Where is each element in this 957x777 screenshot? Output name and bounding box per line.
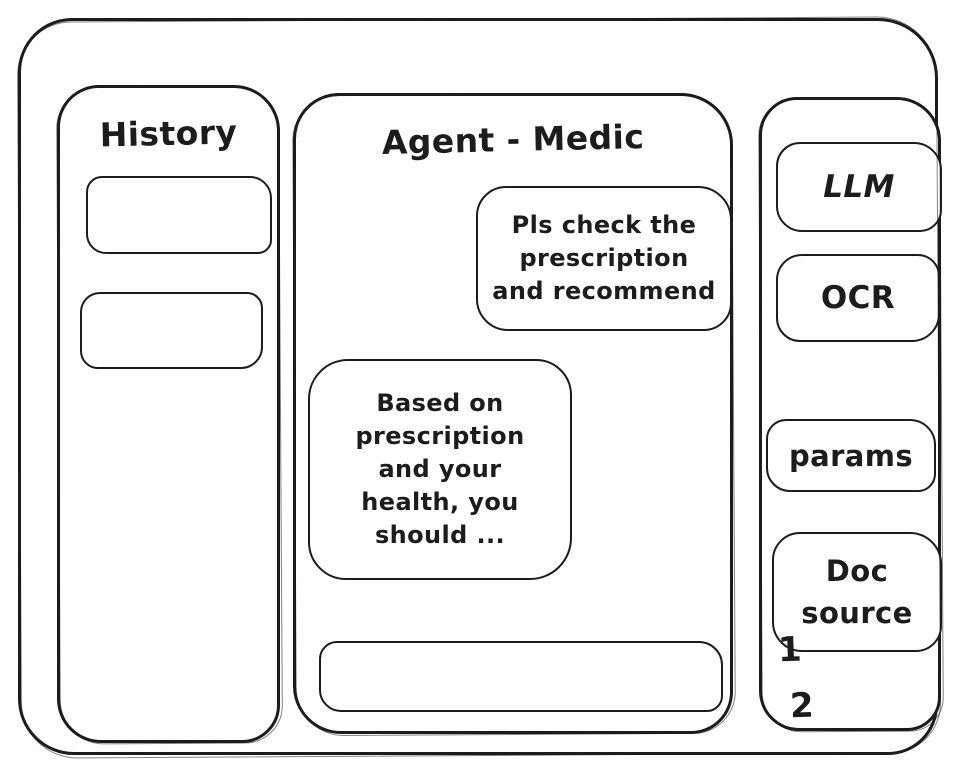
ocr-button[interactable]: OCR [776, 254, 940, 342]
history-item[interactable] [86, 176, 272, 254]
params-button[interactable]: params [766, 419, 936, 492]
history-item[interactable] [80, 292, 263, 369]
chat-panel-title: Agent - Medic [381, 117, 645, 162]
assistant-message-bubble: Based on prescription and your health, y… [308, 359, 572, 580]
tools-panel: LLM OCR params Doc source 1 2 [759, 97, 942, 731]
doc-source-item-2[interactable]: 2 [789, 685, 815, 727]
history-panel-title: History [99, 112, 238, 155]
chat-input[interactable] [319, 641, 723, 712]
llm-button[interactable]: LLM [776, 142, 942, 232]
doc-source-item-1[interactable]: 1 [777, 629, 803, 671]
app-window: History Agent - Medic Pls check the pres… [18, 18, 942, 755]
doc-source-button[interactable]: Doc source [772, 532, 942, 652]
user-message-bubble: Pls check the prescription and recommend [476, 186, 732, 331]
history-panel: History [57, 85, 280, 743]
chat-panel: Agent - Medic Pls check the prescription… [293, 93, 733, 734]
